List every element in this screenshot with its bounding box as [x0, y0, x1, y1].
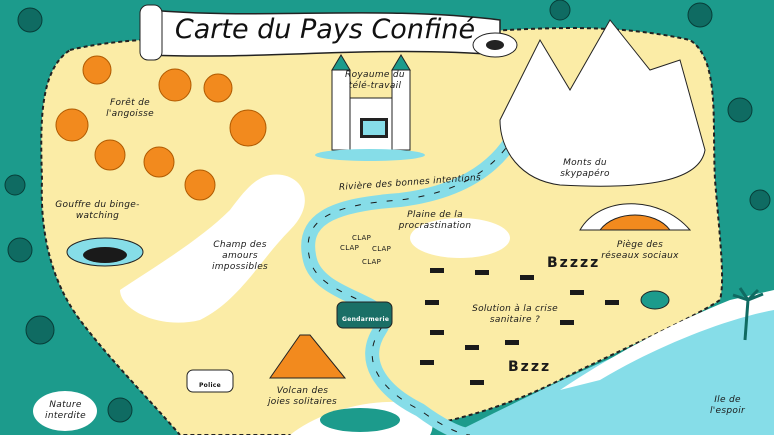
palm-tree	[732, 287, 764, 341]
castle	[315, 54, 425, 161]
police-sign: Police	[198, 382, 222, 389]
piege-cave-interior	[598, 214, 672, 231]
label-nature: Nature interdite	[45, 400, 86, 421]
river-ripples	[307, 89, 531, 435]
gendarmerie-van	[336, 301, 393, 329]
clap-text: CLAP	[340, 244, 360, 252]
beach	[560, 290, 774, 390]
gouffre-hole	[83, 247, 127, 263]
label-ile: Ile de l'espoir	[709, 395, 746, 416]
buzz-text: Bzzz	[508, 359, 552, 375]
label-solution: Solution à la crise sanitaire ?	[472, 304, 558, 325]
label-royaume: Royaume du télé-travail	[345, 70, 405, 91]
map-title: Carte du Pays Confiné	[174, 14, 476, 45]
label-piege: Piège des réseaux sociaux	[601, 240, 679, 261]
volcano	[269, 334, 347, 379]
label-foret: Forêt de l'angoisse	[106, 98, 154, 119]
label-volcan: Volcan des joies solitaires	[267, 386, 338, 407]
clap-text: CLAP	[352, 234, 372, 242]
castle-moat	[315, 149, 425, 161]
lake	[320, 408, 400, 432]
clap-text: CLAP	[362, 258, 382, 266]
title-scroll-left-roll	[139, 4, 163, 61]
label-monts: Monts du skypapéro	[560, 158, 610, 179]
champ-field	[120, 174, 305, 323]
plaine-clearing	[410, 218, 510, 258]
title-scroll-roll-core	[486, 40, 504, 50]
drones	[420, 268, 619, 385]
clap-text: CLAP	[372, 245, 392, 253]
label-plaine: Plaine de la procrastination	[398, 210, 472, 231]
label-champ: Champ des amours impossibles	[211, 240, 269, 272]
label-gouffre: Gouffre du binge-watching	[55, 200, 140, 221]
border-trees	[4, 0, 771, 423]
gendarmerie-sign: Gendarmerie	[342, 316, 390, 323]
virus-trees	[55, 55, 267, 201]
helicopter	[640, 290, 670, 310]
buzz-text: Bzzzz	[547, 255, 601, 271]
police-car	[186, 369, 234, 393]
mountains	[499, 19, 706, 187]
nature-bubble	[33, 391, 97, 431]
